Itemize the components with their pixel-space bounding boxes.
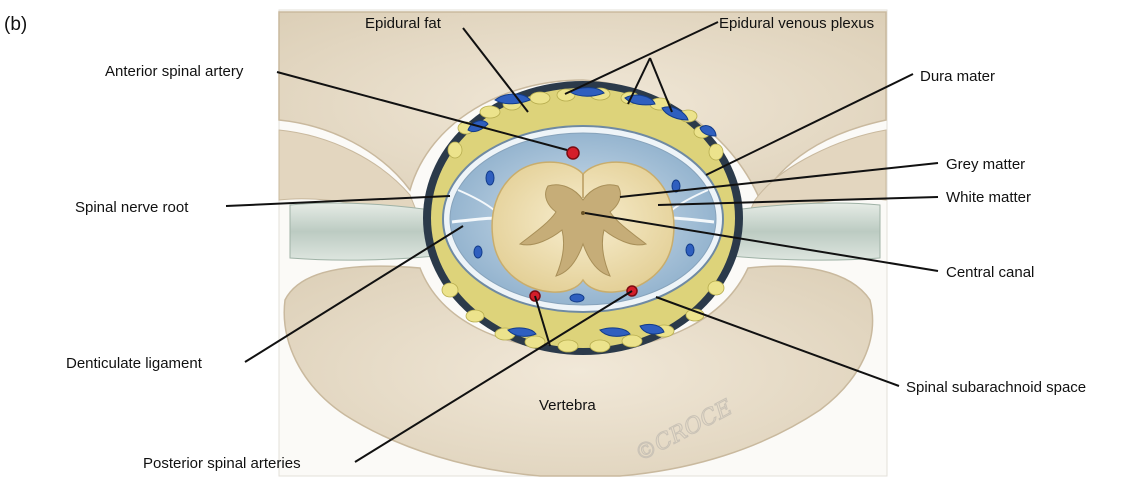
label-anterior-spinal-artery: Anterior spinal artery	[105, 63, 244, 80]
spinal-cord	[492, 162, 674, 292]
anterior-spinal-artery	[567, 147, 579, 159]
central-canal	[581, 211, 585, 215]
panel-label: (b)	[4, 14, 27, 35]
label-spinal-subarachnoid-space: Spinal subarachnoid space	[906, 379, 1086, 396]
label-denticulate-ligament: Denticulate ligament	[66, 355, 203, 372]
label-epidural-fat: Epidural fat	[365, 15, 442, 32]
label-spinal-nerve-root: Spinal nerve root	[75, 199, 189, 216]
label-central-canal: Central canal	[946, 264, 1034, 281]
label-posterior-spinal-arteries: Posterior spinal arteries	[143, 455, 301, 472]
label-grey-matter: Grey matter	[946, 156, 1025, 173]
label-white-matter: White matter	[946, 189, 1031, 206]
label-dura-mater: Dura mater	[920, 68, 995, 85]
nerve-root-right	[722, 203, 880, 260]
label-epidural-venous-plexus: Epidural venous plexus	[719, 15, 874, 32]
label-vertebra: Vertebra	[539, 397, 596, 414]
